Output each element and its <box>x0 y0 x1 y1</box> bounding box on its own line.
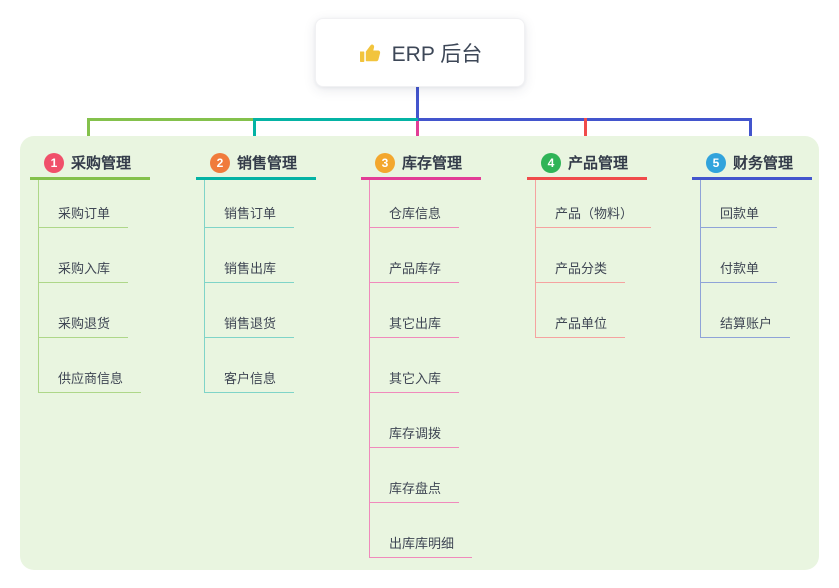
child-label: 产品单位 <box>536 313 626 338</box>
branch-number-badge: 3 <box>375 152 395 173</box>
branch-inventory-node[interactable]: 3 库存管理 <box>361 148 481 180</box>
child-label: 回款单 <box>701 203 778 228</box>
mindmap-child-node[interactable]: 库存调拨 <box>370 393 481 448</box>
branch-purchase: 1 采购管理 采购订单 采购入库 采购退货 供应商信息 <box>30 148 150 393</box>
branch-number-badge: 4 <box>541 152 561 173</box>
branch-label: 库存管理 <box>402 155 463 172</box>
branch-label: 采购管理 <box>71 155 132 172</box>
mindmap-child-node[interactable]: 结算账户 <box>701 283 812 338</box>
branch-number-badge: 2 <box>210 152 230 173</box>
child-label: 供应商信息 <box>39 368 142 393</box>
branch-inventory-children: 仓库信息 产品库存 其它出库 其它入库 库存调拨 库存盘点 出库库明细 <box>369 180 481 558</box>
mindmap-child-node[interactable]: 出库库明细 <box>370 503 481 558</box>
branch-label: 销售管理 <box>237 155 298 172</box>
child-label: 其它出库 <box>370 313 460 338</box>
branch-product: 4 产品管理 产品（物料） 产品分类 产品单位 <box>527 148 652 338</box>
child-label: 仓库信息 <box>370 203 460 228</box>
root-node-erp[interactable]: ERP 后台 <box>315 18 525 87</box>
child-label: 采购入库 <box>39 258 129 283</box>
mindmap-child-node[interactable]: 其它出库 <box>370 283 481 338</box>
mindmap-child-node[interactable]: 销售订单 <box>205 180 316 228</box>
mindmap-panel: 1 采购管理 采购订单 采购入库 采购退货 供应商信息 2 销售管理 销售订单 … <box>20 136 819 570</box>
thumbs-up-icon <box>358 41 382 65</box>
branch-number-badge: 5 <box>706 152 726 173</box>
child-label: 付款单 <box>701 258 778 283</box>
mindmap-child-node[interactable]: 仓库信息 <box>370 180 481 228</box>
mindmap-child-node[interactable]: 回款单 <box>701 180 812 228</box>
child-label: 其它入库 <box>370 368 460 393</box>
child-label: 产品（物料） <box>536 203 652 228</box>
branch-sales: 2 销售管理 销售订单 销售出库 销售退货 客户信息 <box>196 148 316 393</box>
branch-purchase-node[interactable]: 1 采购管理 <box>30 148 150 180</box>
mindmap-child-node[interactable]: 产品库存 <box>370 228 481 283</box>
mindmap-child-node[interactable]: 采购退货 <box>39 283 150 338</box>
child-label: 客户信息 <box>205 368 295 393</box>
branch-product-children: 产品（物料） 产品分类 产品单位 <box>535 180 652 338</box>
child-label: 库存盘点 <box>370 478 460 503</box>
child-label: 销售订单 <box>205 203 295 228</box>
branch-sales-node[interactable]: 2 销售管理 <box>196 148 316 180</box>
mindmap-child-node[interactable]: 销售退货 <box>205 283 316 338</box>
connector-root-stem <box>416 85 419 124</box>
branch-label: 产品管理 <box>568 155 629 172</box>
child-label: 采购退货 <box>39 313 129 338</box>
connector-bus-purchase <box>87 118 253 121</box>
mindmap-child-node[interactable]: 付款单 <box>701 228 812 283</box>
connector-drop-purchase <box>87 118 90 147</box>
branch-number-badge: 1 <box>44 152 64 173</box>
branch-purchase-children: 采购订单 采购入库 采购退货 供应商信息 <box>38 180 150 393</box>
mindmap-child-node[interactable]: 销售出库 <box>205 228 316 283</box>
branch-finance: 5 财务管理 回款单 付款单 结算账户 <box>692 148 812 338</box>
mindmap-child-node[interactable]: 采购订单 <box>39 180 150 228</box>
child-label: 销售退货 <box>205 313 295 338</box>
branch-finance-node[interactable]: 5 财务管理 <box>692 148 812 180</box>
branch-inventory: 3 库存管理 仓库信息 产品库存 其它出库 其它入库 库存调拨 库存盘点 出库库… <box>361 148 481 558</box>
child-label: 产品库存 <box>370 258 460 283</box>
mindmap-child-node[interactable]: 产品分类 <box>536 228 651 283</box>
connector-drop-product <box>584 118 587 147</box>
mindmap-child-node[interactable]: 供应商信息 <box>39 338 150 393</box>
child-label: 出库库明细 <box>370 533 473 558</box>
connector-drop-finance <box>749 118 752 147</box>
branch-sales-children: 销售订单 销售出库 销售退货 客户信息 <box>204 180 316 393</box>
root-node-label: ERP 后台 <box>391 42 483 66</box>
branch-label: 财务管理 <box>733 155 794 172</box>
mindmap-child-node[interactable]: 其它入库 <box>370 338 481 393</box>
mindmap-child-node[interactable]: 库存盘点 <box>370 448 481 503</box>
connector-bus-sales <box>253 118 418 121</box>
branch-product-node[interactable]: 4 产品管理 <box>527 148 647 180</box>
child-label: 库存调拨 <box>370 423 460 448</box>
child-label: 销售出库 <box>205 258 295 283</box>
mindmap-child-node[interactable]: 产品（物料） <box>536 180 652 228</box>
connector-drop-sales <box>253 118 256 147</box>
mindmap-child-node[interactable]: 客户信息 <box>205 338 316 393</box>
child-label: 产品分类 <box>536 258 626 283</box>
mindmap-child-node[interactable]: 产品单位 <box>536 283 651 338</box>
connector-drop-inventory <box>416 121 419 150</box>
mindmap-child-node[interactable]: 采购入库 <box>39 228 150 283</box>
child-label: 采购订单 <box>39 203 129 228</box>
child-label: 结算账户 <box>701 313 791 338</box>
branch-finance-children: 回款单 付款单 结算账户 <box>700 180 812 338</box>
